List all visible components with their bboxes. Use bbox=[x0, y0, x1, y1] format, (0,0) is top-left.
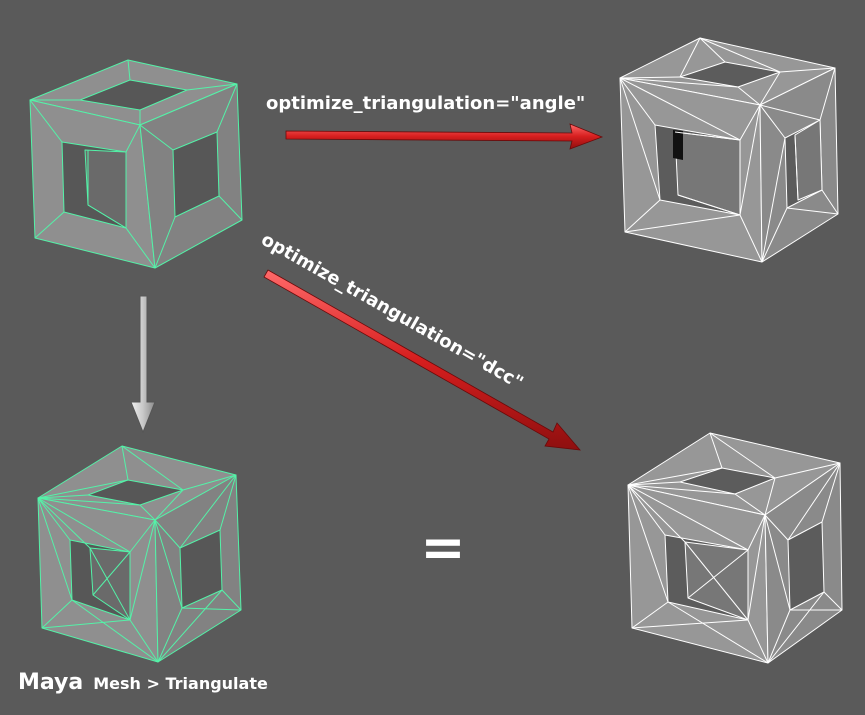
arrow-dcc bbox=[263, 269, 581, 451]
arrow-angle bbox=[285, 123, 604, 150]
label-angle: optimize_triangulation="angle" bbox=[266, 93, 585, 114]
arrow-down-maya bbox=[130, 295, 156, 434]
footer-caption: Maya Mesh > Triangulate bbox=[18, 670, 268, 695]
menu-path: Mesh > Triangulate bbox=[93, 674, 268, 693]
label-dcc: optimize_triangulation="dcc" bbox=[258, 229, 527, 394]
app-name: Maya bbox=[18, 670, 84, 695]
cube-angle-triangulated bbox=[619, 37, 839, 263]
cube-maya-triangulated bbox=[37, 445, 242, 663]
cube-original-quads bbox=[29, 59, 243, 269]
cube-dcc-triangulated bbox=[627, 432, 843, 664]
equals-sign: = bbox=[420, 516, 465, 579]
